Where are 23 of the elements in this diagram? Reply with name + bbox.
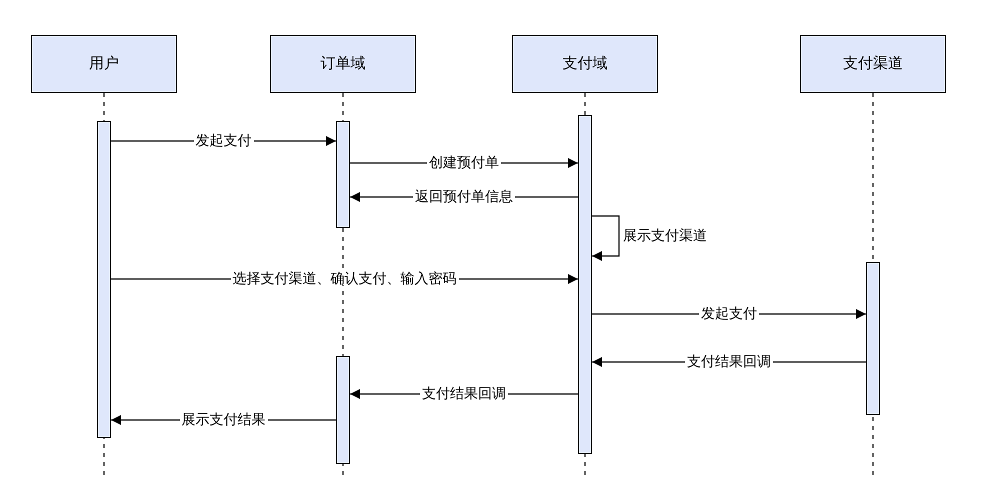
participant-box	[800, 35, 946, 93]
edge-label: 展示支付渠道	[623, 228, 707, 242]
edge-label: 发起支付	[194, 133, 254, 147]
activation-bar	[866, 262, 880, 415]
participant-name: 订单域	[320, 54, 366, 74]
participant-box	[31, 35, 177, 93]
edge-label: 选择支付渠道、确认支付、输入密码	[230, 271, 458, 285]
edge-label: 支付结果回调	[420, 386, 508, 400]
activation-bar	[336, 121, 350, 228]
edge-label: 支付结果回调	[685, 354, 773, 368]
participant-name: 支付域	[562, 54, 608, 74]
participant-name: 支付渠道	[843, 54, 903, 74]
edge-label: 展示支付结果	[180, 412, 268, 426]
edge-label: 创建预付单	[427, 155, 501, 169]
participant-box	[270, 35, 416, 93]
arrow	[592, 215, 620, 261]
activation-bar	[578, 115, 592, 454]
edge-label: 返回预付单信息	[413, 189, 515, 203]
activation-bar	[97, 121, 111, 438]
participant-name: 用户	[89, 54, 119, 74]
activation-bar	[336, 356, 350, 464]
edge-label: 发起支付	[699, 306, 759, 320]
participant-box	[512, 35, 658, 93]
